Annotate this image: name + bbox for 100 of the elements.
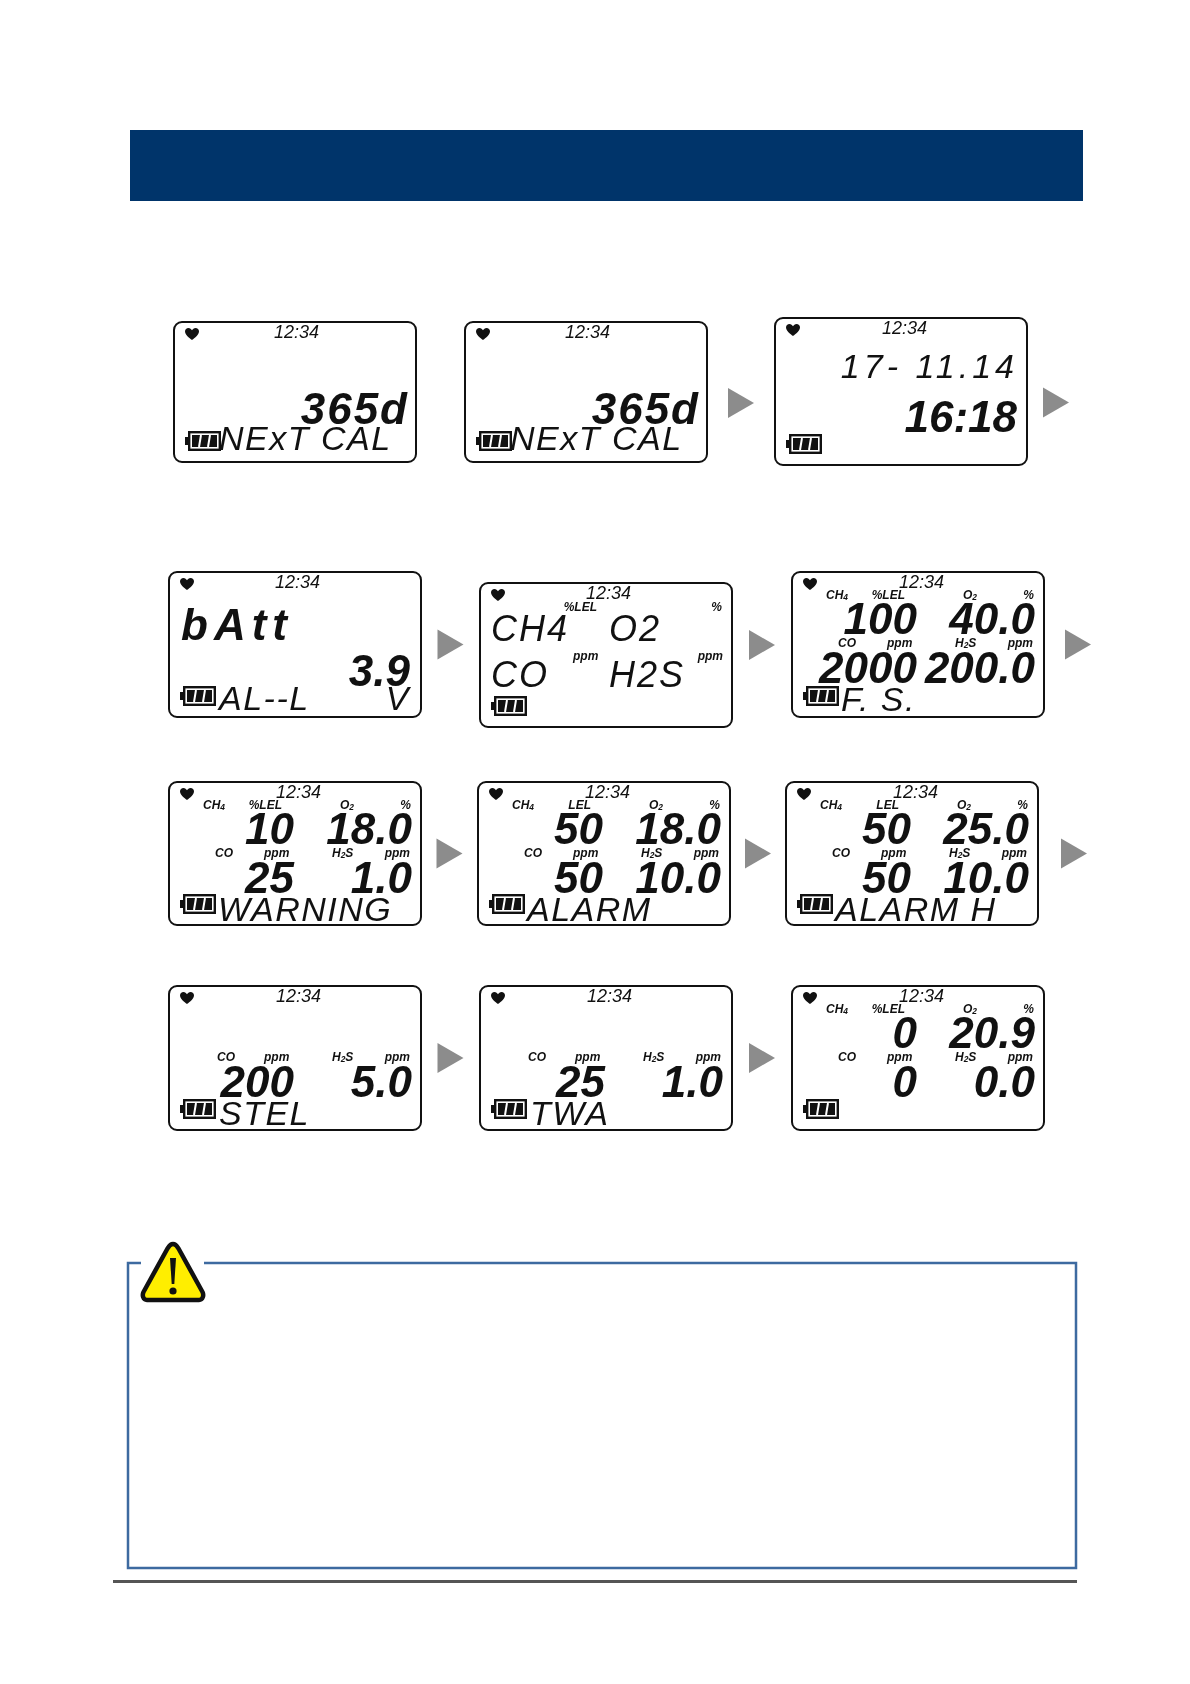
unit-label: ppm: [697, 650, 723, 662]
lcd-screen: [479, 985, 733, 1131]
unit-label: %: [1023, 1003, 1034, 1015]
lcd-screen: [168, 571, 422, 718]
display-text: bAtt: [181, 607, 293, 643]
gas-label: CO: [838, 637, 856, 649]
reading-value: 40.0: [949, 601, 1035, 637]
reading-value: 50: [554, 811, 603, 847]
unit-label: ppm: [887, 637, 913, 649]
unit-label: %LEL: [871, 1003, 905, 1015]
arrow: [1065, 629, 1091, 660]
reading-value: 25: [245, 860, 294, 896]
reading-value: 50: [862, 811, 911, 847]
gas-name: CH4: [491, 615, 570, 644]
clock-readout: 12:34: [586, 586, 632, 601]
gas-label: CO: [215, 847, 233, 859]
clock-readout: 12:34: [565, 325, 611, 340]
unit-label: %LEL: [871, 589, 905, 601]
clock-readout: 12:34: [587, 989, 633, 1004]
unit-label: %LEL: [248, 799, 282, 811]
lcd-screen: [168, 985, 422, 1131]
lcd-screen: [464, 321, 708, 463]
gas-label: CH$_{4}$: [203, 799, 225, 811]
reading-value: 1.0: [661, 1064, 723, 1100]
unit-label: V: [385, 685, 410, 713]
gas-name: O2: [609, 615, 662, 644]
date-readout: 17- 11.14: [840, 353, 1018, 381]
gas-label: H$_{2}$S: [332, 1051, 354, 1063]
reading-value: 25.0: [943, 811, 1029, 847]
gas-label: CO: [832, 847, 850, 859]
reading-value: 10.0: [635, 860, 721, 896]
reading-value: 0: [892, 1015, 917, 1051]
gas-label: H$_{2}$S: [955, 1051, 977, 1063]
gas-label: H$_{2}$S: [949, 847, 971, 859]
reading-value: 2000: [819, 650, 917, 686]
gas-label: O$_{2}$: [340, 799, 354, 811]
reading-value: 10.0: [943, 860, 1029, 896]
status-text: ALARM: [527, 896, 652, 924]
clock-readout: 12:34: [882, 321, 928, 336]
unit-label: ppm: [264, 1051, 290, 1063]
clock-readout: 12:34: [275, 575, 321, 590]
clock-readout: 12:34: [276, 785, 322, 800]
unit-label: ppm: [384, 847, 410, 859]
reading-value: 365d: [591, 391, 700, 427]
clock-readout: 12:34: [893, 785, 939, 800]
gas-label: CO: [528, 1051, 546, 1063]
unit-label: ppm: [573, 847, 599, 859]
arrow: [749, 1043, 775, 1073]
arrow: [745, 838, 771, 869]
lcd-screen: [791, 571, 1045, 718]
reading-value: 18.0: [326, 811, 412, 847]
clock-readout: 12:34: [274, 325, 320, 340]
unit-label: %: [1023, 589, 1034, 601]
gas-label: O$_{2}$: [957, 799, 971, 811]
reading-value: 0: [892, 1064, 917, 1100]
arrow: [437, 629, 464, 660]
unit-label: ppm: [573, 650, 599, 662]
reading-value: 10: [245, 811, 294, 847]
unit-label: ppm: [1007, 1051, 1033, 1063]
reading-value: 0.0: [973, 1064, 1035, 1100]
unit-label: LEL: [568, 799, 591, 811]
reading-value: 100: [843, 601, 917, 637]
gas-label: CO: [524, 847, 542, 859]
reading-value: 20.9: [949, 1015, 1035, 1051]
status-text: STEL: [219, 1100, 311, 1128]
arrow: [749, 630, 775, 660]
arrow: [1043, 387, 1069, 418]
gas-label: CH$_{4}$: [826, 1003, 848, 1015]
lcd-screen: [785, 781, 1039, 926]
status-text: TWA: [530, 1100, 610, 1128]
unit-label: ppm: [264, 847, 290, 859]
unit-label: %: [1017, 799, 1028, 811]
unit-label: ppm: [695, 1051, 721, 1063]
clock-readout: 12:34: [585, 785, 631, 800]
unit-label: ppm: [887, 1051, 913, 1063]
lcd-screen: [477, 781, 731, 926]
gas-label: H$_{2}$S: [955, 637, 977, 649]
lcd-screen: [168, 781, 422, 926]
lcd-screen: [791, 985, 1045, 1131]
gas-name: H2S: [609, 661, 686, 690]
arrow: [1061, 838, 1087, 869]
lcd-screen: [173, 321, 417, 463]
time-readout: 16:18: [904, 399, 1017, 435]
unit-label: %: [709, 799, 720, 811]
gas-label: O$_{2}$: [963, 589, 977, 601]
unit-label: LEL: [876, 799, 899, 811]
clock-readout: 12:34: [899, 989, 945, 1004]
gas-label: O$_{2}$: [963, 1003, 977, 1015]
reading-value: 50: [862, 860, 911, 896]
gas-label: CO: [217, 1051, 235, 1063]
gas-label: H$_{2}$S: [641, 847, 663, 859]
unit-label: ppm: [1007, 637, 1033, 649]
unit-label: ppm: [1001, 847, 1027, 859]
gas-label: CH$_{4}$: [826, 589, 848, 601]
unit-label: %: [400, 799, 411, 811]
clock-readout: 12:34: [899, 575, 945, 590]
arrow: [436, 838, 463, 869]
gas-label: CH$_{4}$: [820, 799, 842, 811]
arrow: [728, 388, 754, 418]
unit-label: ppm: [384, 1051, 410, 1063]
